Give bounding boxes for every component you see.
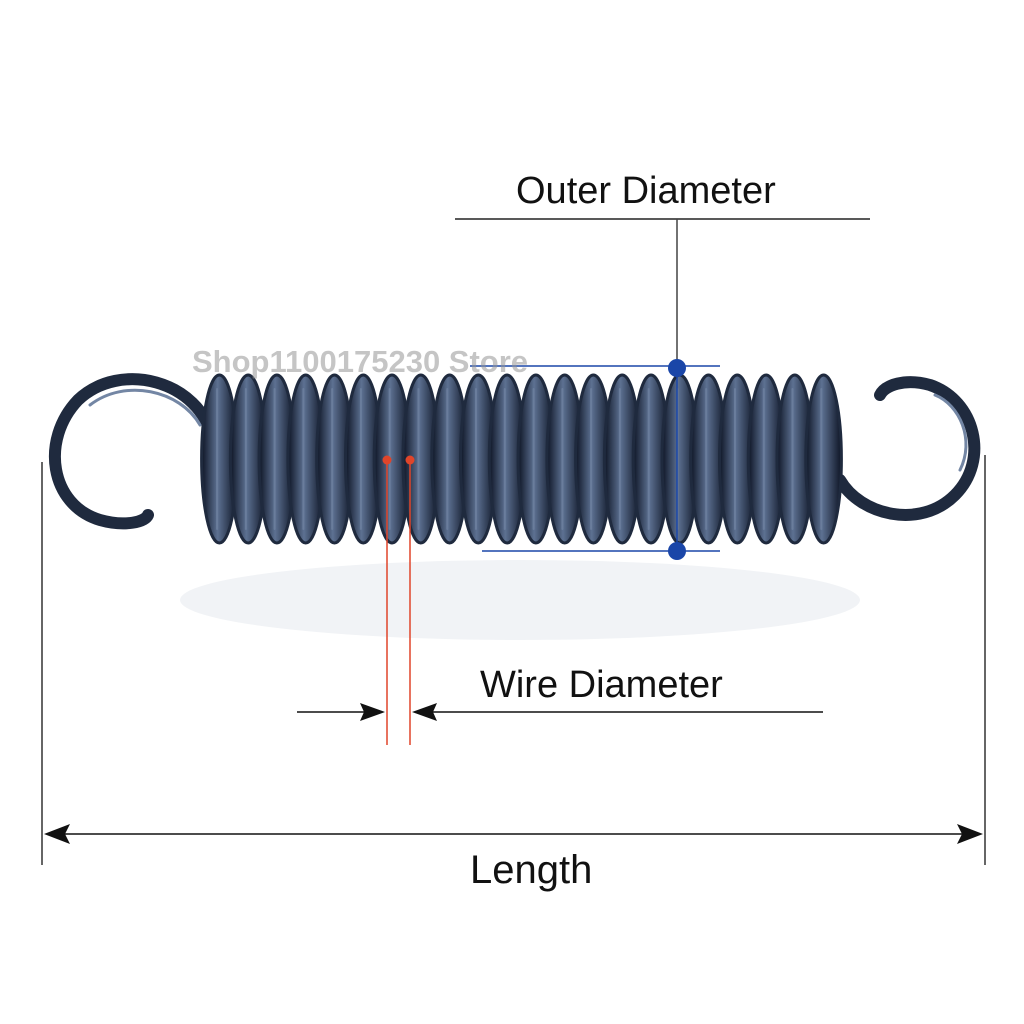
outer-diameter-bottom-dot [668,542,686,560]
length-arrowhead-left [44,824,70,844]
wire-diameter-right-dot [405,455,415,465]
spring-coil [804,373,843,545]
right-hook-highlight [933,393,968,472]
spring-coils [200,373,843,545]
left-hook [48,373,219,530]
wire-diameter-left-arrowhead [360,703,385,721]
wire-diameter-left-dot [382,455,392,465]
wire-diameter-label: Wire Diameter [480,664,723,706]
wire-diameter-right-arrowhead [412,703,437,721]
length-label: Length [470,848,593,892]
spring-shadow [180,560,860,640]
outer-diameter-top-dot [668,359,686,377]
outer-diameter-label: Outer Diameter [516,170,776,212]
length-arrowhead-right [957,824,983,844]
store-watermark: Shop1100175230 Store [192,344,529,379]
left-hook-highlight [88,388,202,427]
right-hook [834,376,981,521]
